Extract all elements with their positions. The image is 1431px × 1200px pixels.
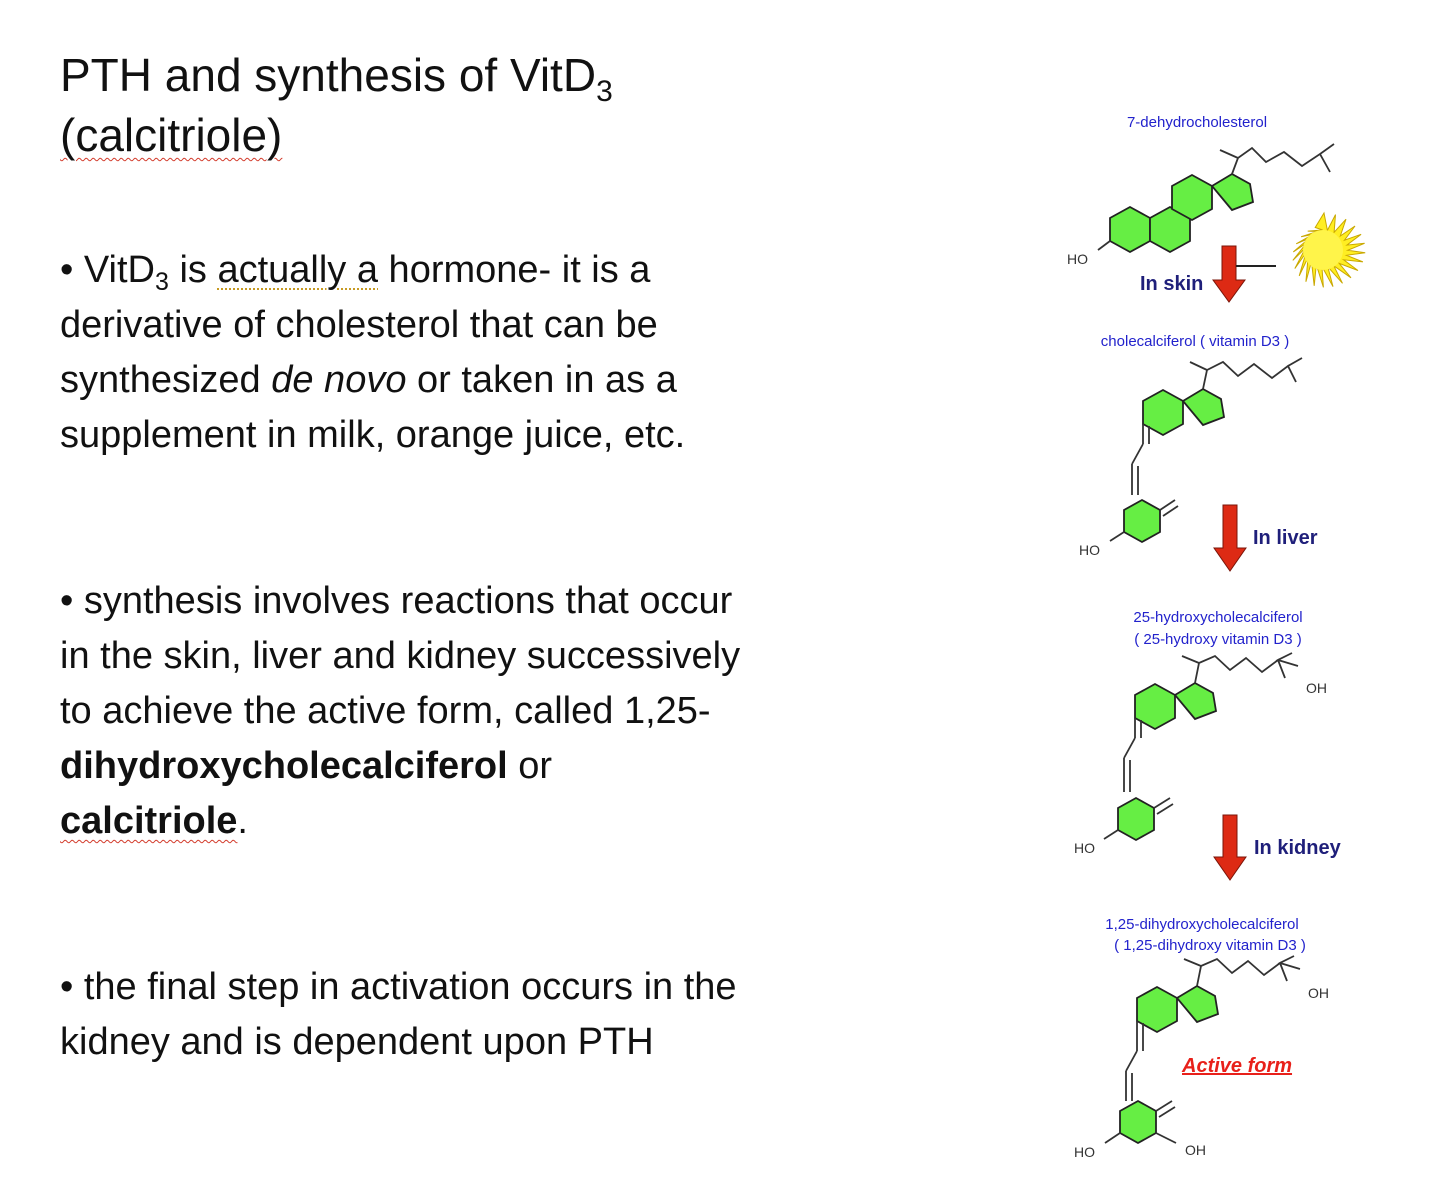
- kidney-step: In kidney: [1213, 814, 1342, 881]
- down-arrow-icon: [1213, 504, 1247, 572]
- bullet-synthesis-steps: • synthesis involves reactions that occu…: [60, 580, 741, 842]
- caption-1-25-dihydroxy-vitamin-d3: ( 1,25-dihydroxy vitamin D3 ): [1114, 937, 1306, 954]
- svg-text:HO: HO: [1067, 251, 1088, 267]
- bullet-vitd3-hormone: • VitD3 is actually a hormone- it is a d…: [60, 249, 686, 456]
- down-arrow-icon: [1212, 245, 1246, 303]
- molecule-cholecalciferol: HO: [1079, 357, 1303, 558]
- label-in-kidney: In kidney: [1254, 837, 1342, 859]
- caption-7-dehydrocholesterol: 7-dehydrocholesterol: [1127, 114, 1267, 131]
- bullet-final-step: • the final step in activation occurs in…: [60, 966, 737, 1063]
- svg-text:HO: HO: [1074, 840, 1095, 856]
- label-active-form: Active form: [1181, 1055, 1292, 1077]
- molecule-7-dehydrocholesterol: HO: [1067, 143, 1335, 267]
- label-in-liver: In liver: [1253, 527, 1318, 549]
- svg-text:OH: OH: [1185, 1142, 1206, 1158]
- svg-text:OH: OH: [1306, 680, 1327, 696]
- svg-text:HO: HO: [1074, 1144, 1095, 1160]
- molecule-1-25-dihydroxycholecalciferol: OH HO OH: [1074, 955, 1329, 1160]
- skin-step: In skin: [1140, 211, 1366, 303]
- title-line-1: PTH and synthesis of VitD3: [60, 49, 613, 108]
- title-line-2: (calcitriole): [60, 109, 283, 161]
- caption-25-hydroxycholecalciferol: 25-hydroxycholecalciferol: [1133, 609, 1302, 626]
- liver-step: In liver: [1213, 504, 1318, 572]
- slide-title: PTH and synthesis of VitD3 (calcitriole): [60, 45, 780, 165]
- svg-text:HO: HO: [1079, 542, 1100, 558]
- molecule-25-hydroxycholecalciferol: OH HO: [1074, 652, 1327, 856]
- vitamin-d-pathway-diagram: 7-dehydrocholesterol HO In skin cholecal…: [1067, 114, 1366, 1160]
- sun-icon: [1292, 211, 1366, 288]
- down-arrow-icon: [1213, 814, 1247, 881]
- caption-cholecalciferol: cholecalciferol ( vitamin D3 ): [1101, 333, 1289, 350]
- label-in-skin: In skin: [1140, 273, 1203, 295]
- svg-text:OH: OH: [1308, 985, 1329, 1001]
- caption-1-25-dihydroxycholecalciferol: 1,25-dihydroxycholecalciferol: [1105, 916, 1298, 933]
- caption-25-hydroxy-vitamin-d3: ( 25-hydroxy vitamin D3 ): [1134, 631, 1302, 648]
